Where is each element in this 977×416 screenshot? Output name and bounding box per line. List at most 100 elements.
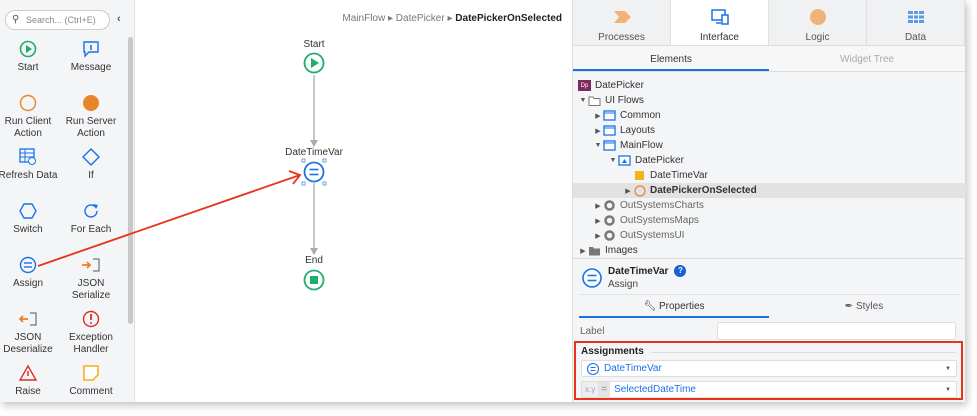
- wrench-icon: 🔧︎: [643, 301, 657, 312]
- tool-switch[interactable]: Switch: [0, 201, 59, 236]
- tool-assign[interactable]: Assign: [0, 255, 59, 290]
- brush-icon: ✒: [844, 301, 854, 312]
- tool-label: Comment: [69, 386, 113, 397]
- dependency-icon: [603, 200, 616, 211]
- search-input[interactable]: ⚲Search... (Ctrl+E): [5, 10, 110, 30]
- folder-icon: [588, 245, 601, 256]
- tab-label: Logic: [805, 32, 830, 43]
- tree-label: OutSystemsUI: [620, 230, 685, 241]
- right-panel: Processes Interface Logic Data Elements …: [572, 0, 966, 402]
- tree-label: DatePicker: [595, 80, 644, 91]
- tree-item-variable[interactable]: DateTimeVar: [573, 168, 966, 183]
- tool-label: JSON Serialize: [71, 278, 111, 301]
- comment-icon: [60, 363, 122, 383]
- module-icon: Dp: [578, 80, 591, 91]
- collapsed-icon[interactable]: ▶: [595, 112, 601, 120]
- tab-properties[interactable]: 🔧︎ Properties: [579, 295, 769, 318]
- tool-json-serialize[interactable]: JSON Serialize: [60, 255, 122, 302]
- collapse-icon[interactable]: ‹: [117, 13, 121, 25]
- label-input[interactable]: [717, 322, 956, 340]
- tab-label: Styles: [855, 301, 884, 312]
- tool-if[interactable]: If: [60, 147, 122, 182]
- tree-item-images[interactable]: ▶Images: [573, 243, 966, 258]
- tab-data[interactable]: Data: [867, 0, 965, 45]
- dropdown-arrow-icon: ▼: [945, 386, 951, 393]
- expanded-icon[interactable]: ▼: [579, 97, 587, 104]
- expanded-icon[interactable]: ▼: [594, 142, 602, 149]
- collapsed-icon[interactable]: ▶: [595, 232, 601, 240]
- tab-interface[interactable]: Interface: [671, 0, 769, 45]
- tool-run-client-action[interactable]: Run Client Action: [0, 93, 59, 140]
- tree-item-screen[interactable]: ▼ DatePicker: [573, 153, 966, 168]
- tool-raise[interactable]: Raise: [0, 363, 59, 398]
- expanded-icon[interactable]: ▼: [609, 157, 617, 164]
- if-icon: [60, 147, 122, 167]
- tree-label: Layouts: [620, 125, 656, 136]
- tree-item-ui[interactable]: ▶ OutSystemsUI: [573, 228, 966, 243]
- tree-item-root[interactable]: Dp DatePicker: [573, 78, 966, 93]
- message-icon: [60, 39, 122, 59]
- start-node[interactable]: [303, 52, 325, 74]
- flow-canvas[interactable]: MainFlow ▸ DatePicker ▸ DatePickerOnSele…: [135, 0, 572, 402]
- tree-label: DatePicker: [635, 155, 684, 166]
- tree-item-action[interactable]: ▶DatePickerOnSelected: [573, 183, 966, 198]
- tool-run-server-action[interactable]: Run Server Action: [60, 93, 122, 140]
- collapsed-icon[interactable]: ▶: [595, 127, 601, 135]
- assignment-value-select[interactable]: x.y = SelectedDateTime ▼: [581, 381, 957, 398]
- start-icon: [0, 39, 59, 59]
- subtab-elements[interactable]: Elements: [573, 46, 769, 71]
- tab-processes[interactable]: Processes: [573, 0, 671, 45]
- client-action-icon: [633, 184, 646, 197]
- collapsed-icon[interactable]: ▶: [625, 187, 631, 195]
- flow-icon: [603, 140, 616, 151]
- assign-icon: [586, 362, 600, 375]
- tree-item-charts[interactable]: ▶OutSystemsCharts: [573, 198, 966, 213]
- help-icon[interactable]: ?: [674, 265, 687, 277]
- tree-item-layouts[interactable]: ▶ Layouts: [573, 123, 966, 138]
- connector-arrowhead: [310, 248, 318, 255]
- for-each-icon: [60, 201, 122, 221]
- assignment-variable-select[interactable]: DateTimeVar ▼: [581, 360, 957, 377]
- tab-logic[interactable]: Logic: [769, 0, 867, 45]
- switch-icon: [0, 201, 59, 221]
- collapsed-icon[interactable]: ▶: [595, 202, 601, 210]
- tool-comment[interactable]: Comment: [60, 363, 122, 398]
- toolbox-scrollbar[interactable]: [128, 37, 133, 324]
- tree-item-common[interactable]: ▶ Common: [573, 108, 966, 123]
- tool-json-deserialize[interactable]: JSON Deserialize: [0, 309, 59, 356]
- tool-for-each[interactable]: For Each: [60, 201, 122, 236]
- end-node-label: End: [305, 255, 323, 266]
- tool-label: Start: [17, 62, 39, 73]
- variable-icon: [633, 170, 646, 181]
- collapsed-icon[interactable]: ▶: [580, 247, 586, 255]
- expression-icon: x.y: [582, 382, 599, 397]
- tree-label: Common: [620, 110, 661, 121]
- tree-item-ui-flows[interactable]: ▼UI Flows: [573, 93, 966, 108]
- breadcrumb-datepicker[interactable]: DatePicker: [395, 13, 445, 24]
- end-node[interactable]: [303, 269, 325, 291]
- tool-exception-handler[interactable]: Exception Handler: [60, 309, 122, 356]
- tab-styles[interactable]: ✒ Styles: [769, 295, 959, 318]
- tool-start[interactable]: Start: [0, 39, 59, 74]
- collapsed-icon[interactable]: ▶: [595, 217, 601, 225]
- tool-message[interactable]: Message: [60, 39, 122, 74]
- tab-label: Data: [904, 32, 927, 43]
- tree-item-maps[interactable]: ▶ OutSystemsMaps: [573, 213, 966, 228]
- subtab-widget-tree[interactable]: Widget Tree: [840, 54, 894, 65]
- tree-label: OutSystemsMaps: [620, 215, 699, 226]
- tool-label: Assign: [12, 278, 43, 289]
- run-client-action-icon: [0, 93, 59, 113]
- logic-icon: [809, 9, 826, 25]
- processes-icon: [613, 11, 631, 23]
- assign-node[interactable]: [301, 158, 327, 186]
- tool-refresh-data[interactable]: Refresh Data: [0, 147, 59, 182]
- tree-item-mainflow[interactable]: ▼MainFlow: [573, 138, 966, 153]
- json-deserialize-icon: [0, 309, 59, 329]
- json-serialize-icon: [60, 255, 122, 275]
- element-name: DateTimeVar: [608, 265, 669, 277]
- tool-label: JSON Deserialize: [3, 332, 53, 355]
- breadcrumb-mainflow[interactable]: MainFlow: [342, 13, 386, 24]
